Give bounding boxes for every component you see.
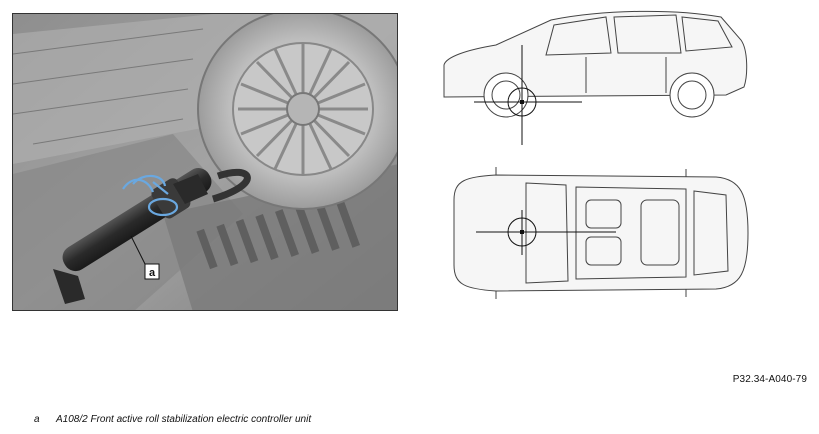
callout-label-a: a	[149, 267, 156, 279]
component-illustration: a	[12, 13, 398, 311]
vehicle-side-view	[443, 10, 748, 118]
legend-text: A108/2 Front active roll stabilization e…	[56, 414, 312, 425]
legend: a A108/2 Front active roll stabilization …	[34, 414, 311, 425]
legend-key: a	[34, 414, 40, 425]
vehicle-location-views	[436, 5, 756, 305]
figure-reference-code: P32.34-A040-79	[732, 374, 807, 385]
vehicle-top-view	[453, 167, 749, 299]
